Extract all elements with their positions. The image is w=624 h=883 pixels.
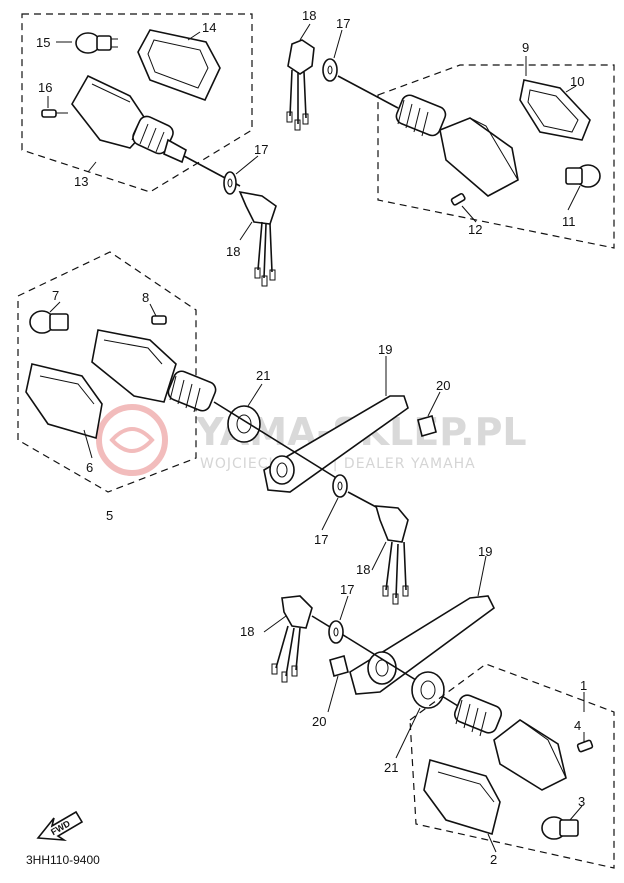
callout-5: 5 <box>106 508 113 523</box>
screw-16 <box>41 109 68 118</box>
nut-20-b <box>329 655 349 677</box>
housing-5 <box>91 329 217 413</box>
callout-14: 14 <box>202 20 216 35</box>
assembly-9-boundary <box>377 64 615 249</box>
callout-15: 15 <box>36 35 50 50</box>
lens-14 <box>137 29 221 102</box>
assembly-5-group <box>17 251 217 493</box>
bulb-3 <box>541 816 579 840</box>
callout-18-d: 18 <box>240 624 254 639</box>
callout-16: 16 <box>38 80 52 95</box>
bulb-15 <box>75 32 118 54</box>
callout-9: 9 <box>522 40 529 55</box>
lens-6 <box>25 363 103 440</box>
lens-2 <box>423 758 501 836</box>
callout-2: 2 <box>490 852 497 867</box>
callout-18-b: 18 <box>302 8 316 23</box>
callout-18-c: 18 <box>356 562 370 577</box>
callout-6: 6 <box>86 460 93 475</box>
callout-8: 8 <box>142 290 149 305</box>
wire-harness-18-c <box>374 505 409 605</box>
stay-19-b <box>349 595 496 695</box>
housing-1 <box>453 694 567 791</box>
callout-17-d: 17 <box>340 582 354 597</box>
grommet-17-b <box>322 58 338 82</box>
assembly-9-group <box>286 39 615 249</box>
callout-21-b: 21 <box>384 760 398 775</box>
callout-20-a: 20 <box>436 378 450 393</box>
grommet-17-c <box>332 474 348 498</box>
callout-11: 11 <box>562 214 576 229</box>
stay-19-a <box>263 395 409 493</box>
callout-17-b: 17 <box>336 16 350 31</box>
callout-3: 3 <box>578 794 585 809</box>
callout-18-a: 18 <box>226 244 240 259</box>
callout-19-a: 19 <box>378 342 392 357</box>
grommet-17-a <box>223 171 237 195</box>
wire-harness-18-a <box>238 190 277 287</box>
callout-4: 4 <box>574 718 581 733</box>
wire-harness-18-b <box>286 39 315 131</box>
assembly-13-group <box>21 13 253 193</box>
callout-7: 7 <box>52 288 59 303</box>
callout-19-b: 19 <box>478 544 492 559</box>
callout-17-a: 17 <box>254 142 268 157</box>
callout-1: 1 <box>580 678 587 693</box>
bulb-11 <box>565 164 601 188</box>
bulb-7 <box>29 310 69 334</box>
grommet-17-d <box>328 620 344 644</box>
nut-20-a <box>417 415 437 437</box>
wire-harness-18-d <box>271 595 313 683</box>
assembly-13-boundary <box>21 13 253 193</box>
callout-10: 10 <box>570 74 584 89</box>
washer-21-a <box>227 405 261 443</box>
assembly-1-group <box>409 663 615 869</box>
housing-13 <box>71 74 241 187</box>
diagram-code: 3HH110-9400 <box>26 853 100 867</box>
lens-10 <box>519 79 591 141</box>
screw-4 <box>576 739 594 753</box>
assembly-5-boundary <box>17 251 197 493</box>
callout-12: 12 <box>468 222 482 237</box>
assembly-1-boundary <box>409 663 615 869</box>
washer-21-b <box>411 671 445 709</box>
callout-17-c: 17 <box>314 532 328 547</box>
fwd-arrow-icon: FWD <box>36 810 84 842</box>
housing-9 <box>395 94 519 197</box>
callout-21-a: 21 <box>256 368 270 383</box>
screw-8 <box>151 315 167 325</box>
callout-labels: 15 14 16 13 17 18 18 17 9 10 11 12 7 8 6… <box>36 8 587 867</box>
callout-13: 13 <box>74 174 88 189</box>
screw-12 <box>450 192 466 206</box>
leader-lines <box>47 23 585 853</box>
callout-20-b: 20 <box>312 714 326 729</box>
